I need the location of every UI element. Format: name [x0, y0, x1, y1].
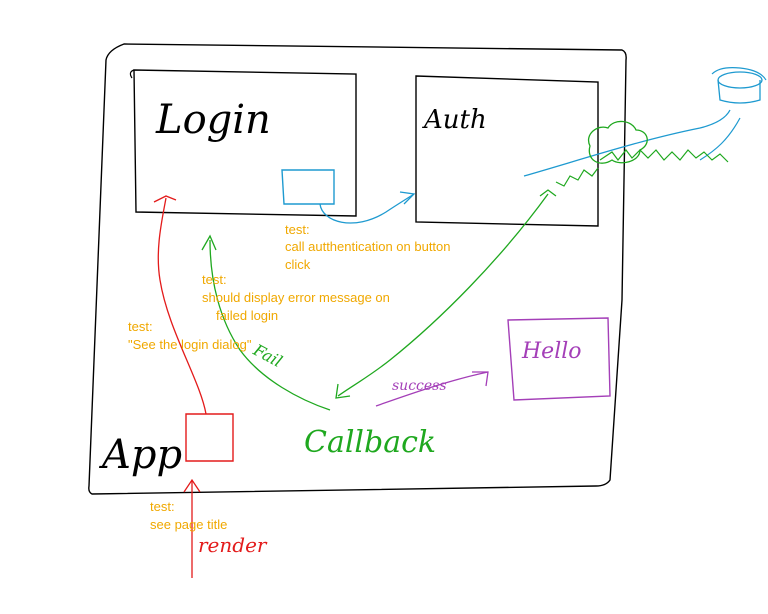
purple-success-arrow: [375, 371, 489, 407]
blue-line-to-database: [523, 109, 731, 177]
note-error-line-1: test:: [202, 272, 227, 287]
render-label: render: [198, 533, 268, 557]
app-frame: [88, 43, 627, 495]
note-error-test: test: should display error message on fa…: [202, 272, 390, 323]
note-title-test: test: see page title: [150, 499, 227, 532]
login-label: Login: [155, 97, 271, 143]
note-dialog-line-2: "See the login dialog": [128, 337, 252, 352]
login-box: Login: [129, 69, 357, 217]
note-error-line-3: failed login: [216, 308, 278, 323]
note-error-line-2: should display error message on: [202, 290, 390, 305]
note-dialog-test: test: "See the login dialog": [128, 319, 252, 352]
note-auth-test: test: call autthentication on button cli…: [285, 222, 451, 272]
green-fail-arrow: [209, 239, 331, 411]
note-auth-line-1: test:: [285, 222, 310, 237]
auth-box: Auth: [415, 75, 599, 227]
green-squiggle: [599, 149, 729, 163]
auth-label: Auth: [422, 105, 487, 135]
green-fail-arrowhead: [201, 234, 217, 251]
note-dialog-line-1: test:: [128, 319, 153, 334]
render-square: [185, 413, 234, 462]
red-render-arrowhead: [183, 478, 201, 493]
cloud-icon: [587, 120, 648, 164]
red-arrowhead-login: [153, 195, 177, 203]
green-line-auth-to-callback: [337, 193, 549, 397]
hello-label: Hello: [521, 339, 582, 364]
red-arrow-to-login: [157, 197, 207, 415]
note-auth-line-2: call autthentication on button: [285, 239, 451, 254]
hello-box: Hello: [507, 317, 611, 401]
app-label: App: [98, 432, 182, 478]
note-title-line-1: test:: [150, 499, 175, 514]
blue-arrowhead-auth: [399, 191, 416, 205]
note-auth-line-3: click: [285, 257, 311, 272]
success-label: success: [392, 378, 447, 394]
database-icon: [711, 67, 767, 104]
login-button: [281, 169, 335, 205]
callback-label: Callback: [304, 425, 436, 460]
blue-arrow-to-auth: [319, 193, 415, 224]
note-title-line-2: see page title: [150, 517, 227, 532]
